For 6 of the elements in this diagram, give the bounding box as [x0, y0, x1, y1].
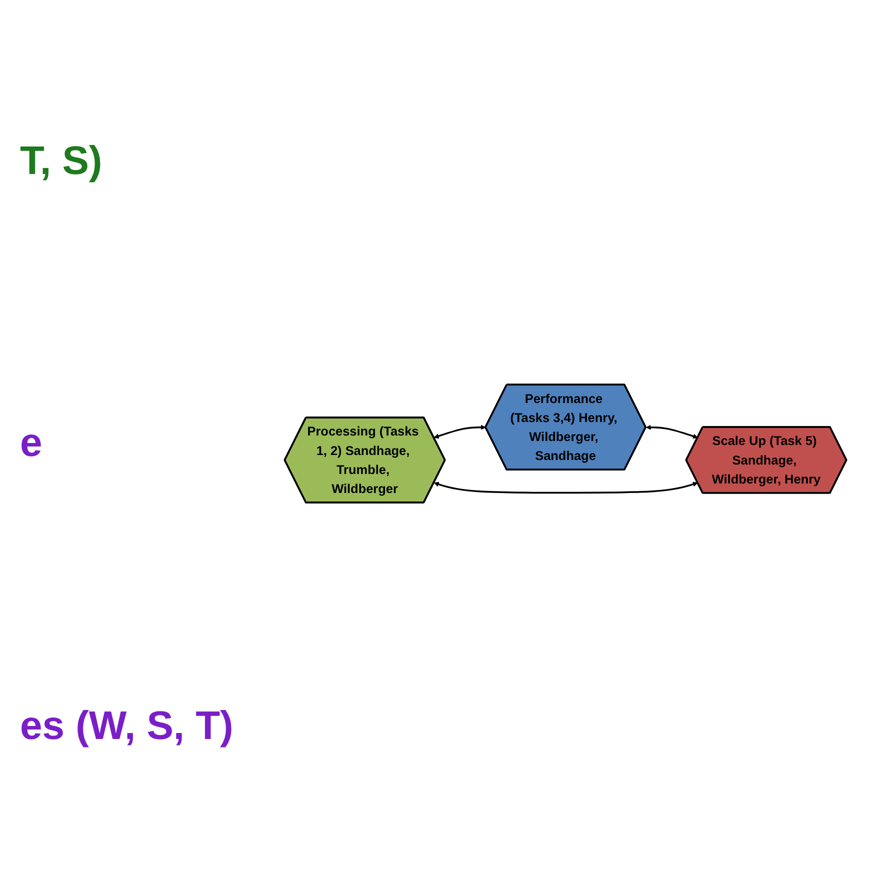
arrow: [434, 482, 698, 494]
partial-text: e: [20, 421, 44, 466]
partial-text: es (W, S, T): [20, 704, 234, 750]
arrow: [434, 425, 486, 440]
arrow: [646, 425, 698, 440]
partial-text: T, S): [20, 138, 104, 184]
